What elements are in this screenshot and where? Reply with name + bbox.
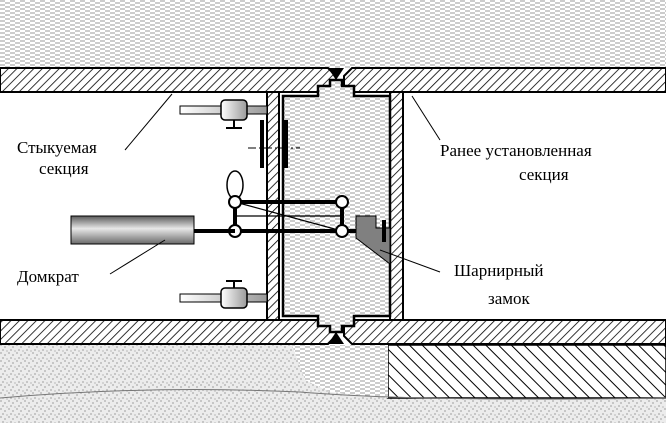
floor-gasket [328,332,344,344]
leader-installed-section [411,95,441,141]
label-hinge-lock-line1: Шарнирный [454,261,544,280]
label-installed-section-line1: Ранее установленная [440,141,592,160]
leader-joined-section [124,93,173,151]
floor-right-section [343,319,666,345]
jack-cylinder-icon [70,215,235,245]
roof-gasket [328,68,344,80]
leader-hinge-lock [379,249,441,273]
leader-jack [109,239,166,275]
guide-pin [248,120,300,168]
left-bulkhead [266,91,280,321]
label-installed-section-line2: секция [519,165,569,184]
label-joined-section-line2: секция [39,159,89,178]
ground-water-pocket [292,345,388,398]
valve-icon [179,99,268,129]
label-hinge-lock-line2: замок [488,289,531,308]
roof-right-section [343,67,666,93]
ground-hatched-foundation [387,344,666,399]
right-bulkhead [389,91,404,321]
hinge-lock-icon [355,215,391,266]
water-surface [0,0,666,68]
label-jack: Домкрат [17,267,79,286]
valve-icon [179,280,268,309]
floor-left-section [0,319,337,345]
roof-left-section [0,67,337,93]
label-joined-section-line1: Стыкуемая [17,138,97,157]
